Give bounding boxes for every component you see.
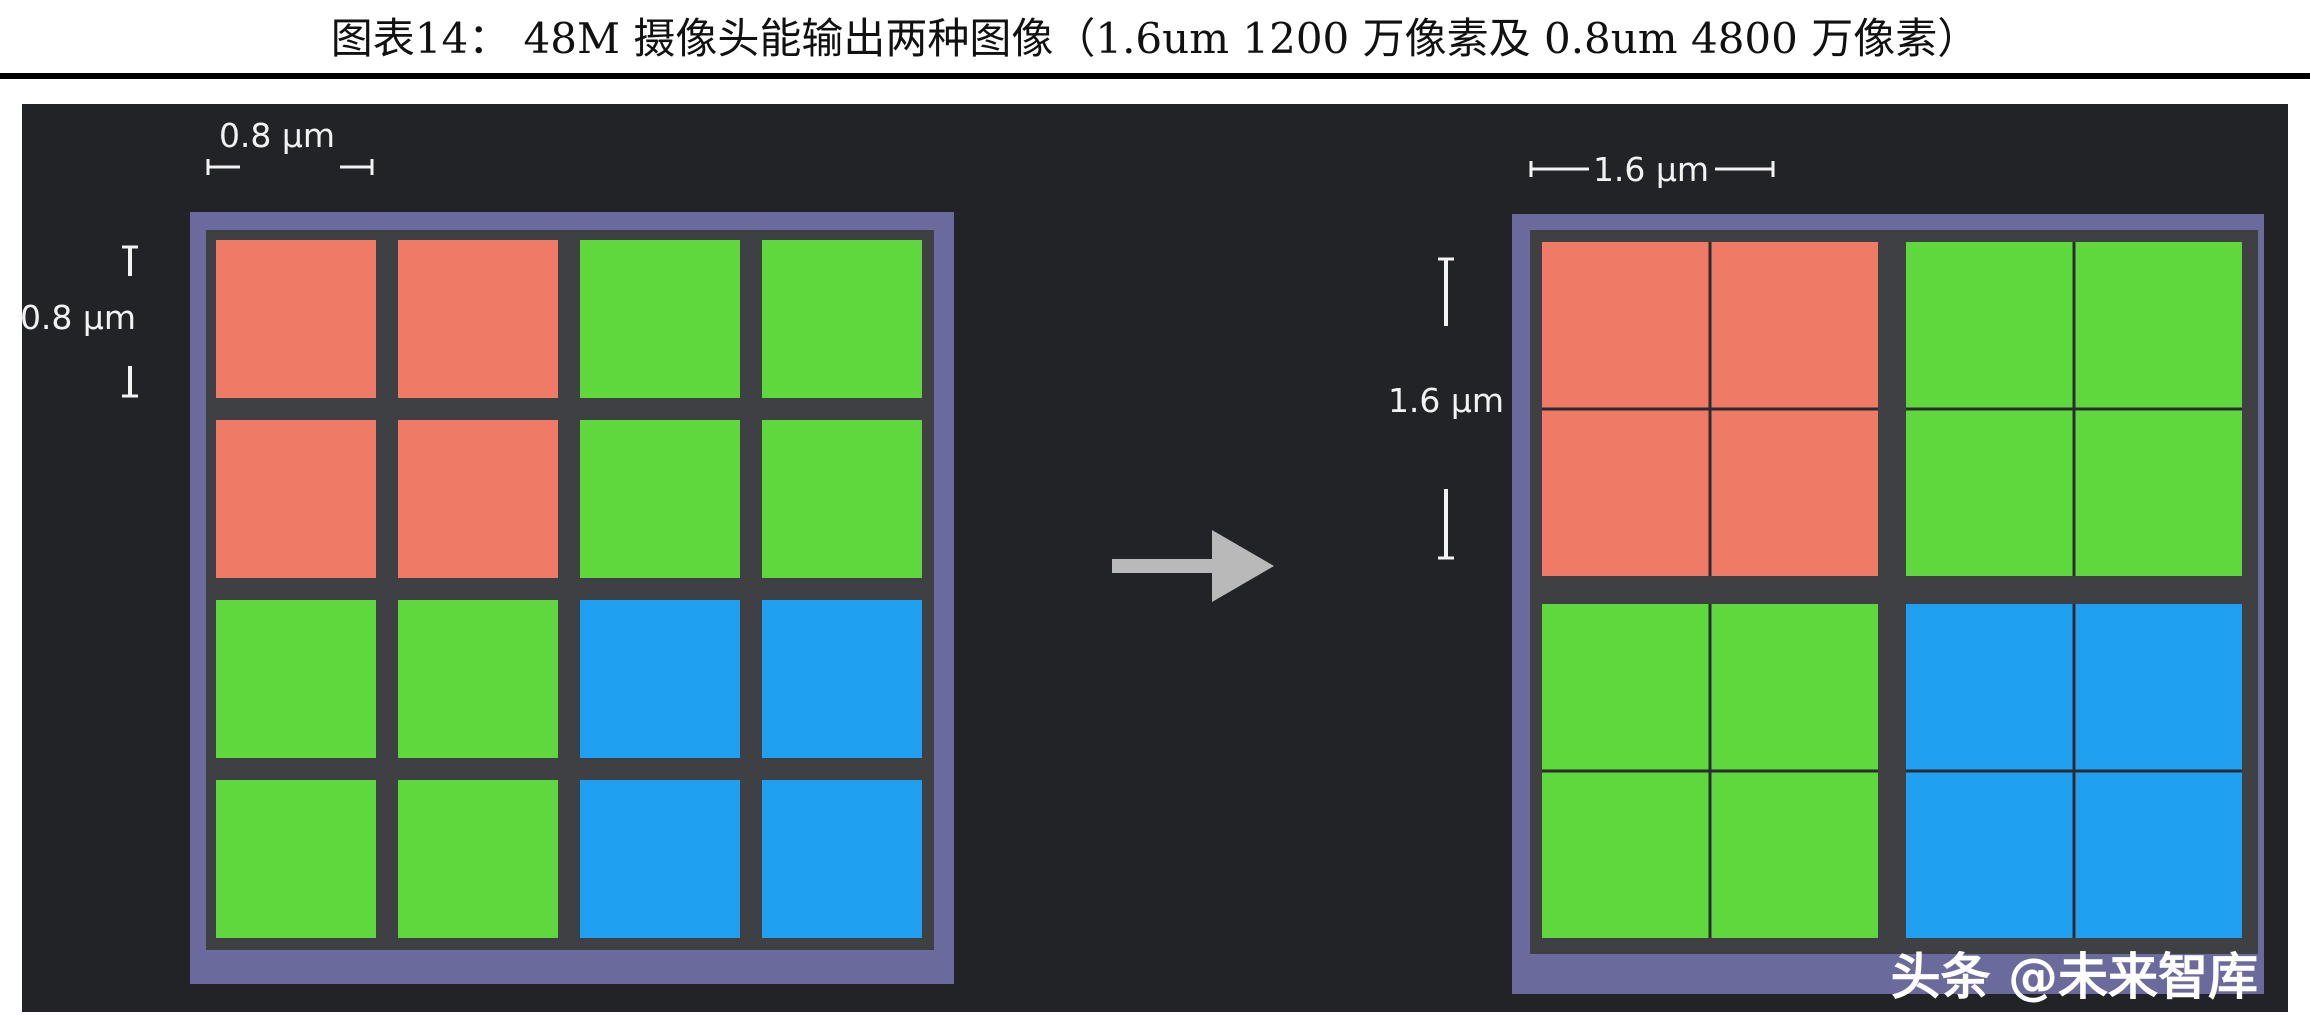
right-width-dimension: 1.6 μm	[1529, 150, 1775, 189]
left-sensor-48mp	[190, 212, 954, 984]
left-pixel-green	[398, 600, 558, 758]
left-pixel-red	[216, 420, 376, 578]
left-pixel-green	[580, 240, 740, 398]
left-pixel-green	[762, 240, 922, 398]
sensor-diagram-panel: 0.8 μm 0.8 μm 1.6 μm	[22, 104, 2288, 1012]
left-pixel-red	[216, 240, 376, 398]
right-height-label: 1.6 μm	[1388, 381, 1504, 420]
left-pixel-blue	[762, 780, 922, 938]
left-pixel-red	[398, 420, 558, 578]
right-width-label: 1.6 μm	[1593, 150, 1709, 189]
left-pixel-green	[216, 600, 376, 758]
left-pixel-green	[398, 780, 558, 938]
left-height-dimension: 0.8 μm	[22, 245, 138, 398]
right-height-dimension: 1.6 μm	[1388, 257, 1504, 560]
left-height-label: 0.8 μm	[22, 298, 136, 337]
left-width-label: 0.8 μm	[219, 116, 335, 155]
left-width-dimension: 0.8 μm	[206, 116, 374, 175]
left-pixel-blue	[580, 600, 740, 758]
left-pixel-green	[580, 420, 740, 578]
arrow-icon	[1112, 530, 1274, 602]
sensor-diagram: 0.8 μm 0.8 μm 1.6 μm	[22, 116, 2264, 1006]
left-pixel-red	[398, 240, 558, 398]
caption-rule	[0, 73, 2310, 79]
left-pixel-green	[216, 780, 376, 938]
right-sensor-12mp	[1512, 214, 2264, 994]
watermark: 头条 @未来智库	[1891, 948, 2258, 1006]
left-pixel-blue	[762, 600, 922, 758]
figure-caption: 图表14： 48M 摄像头能输出两种图像（1.6um 1200 万像素及 0.8…	[330, 14, 1980, 63]
left-pixel-blue	[580, 780, 740, 938]
left-pixel-green	[762, 420, 922, 578]
